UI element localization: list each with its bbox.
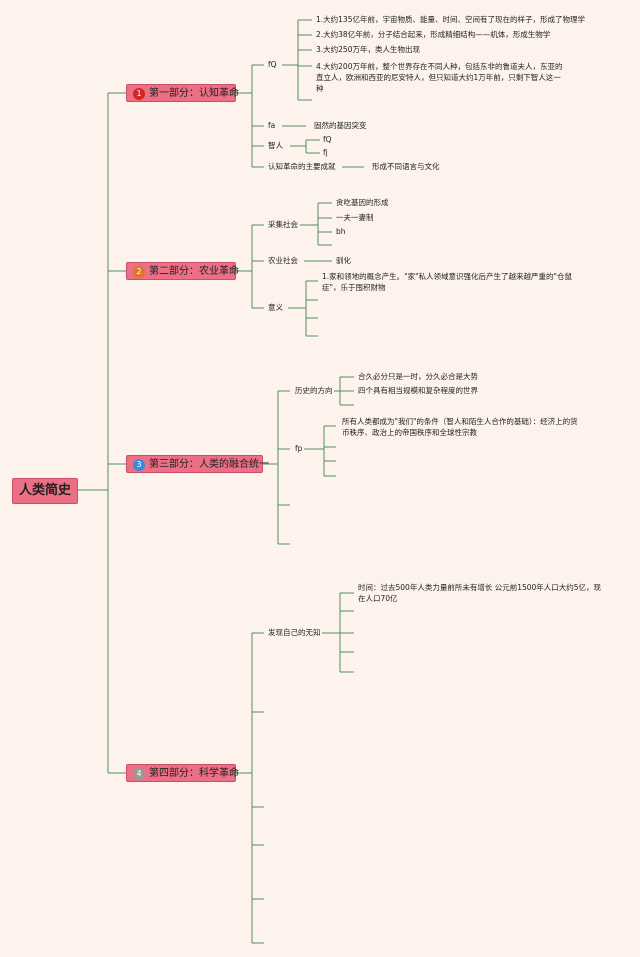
section-cognitive-revolution[interactable]: 1 第一部分：认知革命	[126, 84, 239, 102]
topic-universal-orders[interactable]: 所有人类都成为"我们"的条件（智人和陌生人合作的基础）：经济上的货币秩序、政治上…	[342, 417, 578, 437]
topic-hominids[interactable]: 3.大约250万年，类人生物出现	[316, 45, 420, 54]
section-label: 第一部分：认知革命	[149, 88, 239, 99]
section-label: 第三部分：人类的融合统一	[149, 459, 269, 470]
priority-4-icon: 4	[133, 768, 145, 780]
topic-fp[interactable]: fp	[295, 444, 303, 453]
topic-foraging-society[interactable]: 采集社会	[268, 220, 298, 229]
topic-sapiens-fj[interactable]: fj	[323, 148, 328, 157]
topic-gene-mutation[interactable]: 固然的基因突变	[314, 121, 367, 130]
section-agricultural-revolution[interactable]: 2 第二部分：农业革命	[126, 262, 239, 280]
topic-four-worlds[interactable]: 四个具有相当规模和复杂程度的世界	[358, 386, 478, 395]
topic-monogamy[interactable]: 一夫一妻制	[336, 213, 374, 222]
priority-2-icon: 2	[133, 266, 145, 278]
topic-significance[interactable]: 意义	[268, 303, 283, 312]
section-label: 第二部分：农业革命	[149, 266, 239, 277]
topic-population-growth[interactable]: 时间：过去500年人类力量前所未有增长 公元前1500年人口大约5亿，现在人口7…	[358, 583, 602, 603]
topic-fa[interactable]: fa	[268, 121, 276, 130]
topic-human-species[interactable]: 4.大约200万年前，整个世界存在不同人种，包括东非的鲁道夫人，东亚的直立人，欧…	[316, 62, 563, 93]
section-unification[interactable]: 3 第三部分：人类的融合统一	[126, 455, 269, 473]
topic-language-culture[interactable]: 形成不同语言与文化	[372, 162, 440, 171]
topic-bh[interactable]: bh	[336, 227, 346, 236]
section-label: 第四部分：科学革命	[149, 768, 239, 779]
topic-sapiens-fq[interactable]: fQ	[323, 135, 332, 144]
topic-physics[interactable]: 1.大约135亿年前，宇宙物质、能量、时间、空间有了现在的样子，形成了物理学	[316, 15, 585, 24]
topic-domestication[interactable]: 驯化	[336, 256, 351, 265]
section-scientific-revolution[interactable]: 4 第四部分：科学革命	[126, 764, 239, 782]
topic-direction-of-history[interactable]: 历史的方向	[295, 386, 333, 395]
topic-fq[interactable]: fQ	[268, 60, 277, 69]
topic-unity-trend[interactable]: 合久必分只是一时，分久必合是大势	[358, 372, 478, 381]
priority-3-icon: 3	[133, 459, 145, 471]
topic-discovering-ignorance[interactable]: 发现自己的无知	[268, 628, 321, 637]
topic-biology[interactable]: 2.大约38亿年前，分子结合起来，形成精细结构——机体，形成生物学	[316, 30, 551, 39]
priority-1-icon: 1	[133, 88, 145, 100]
topic-achievements[interactable]: 认知革命的主要成就	[268, 162, 336, 171]
topic-sapiens[interactable]: 智人	[268, 141, 283, 150]
topic-home-territory[interactable]: 1.家和领地的概念产生。"家"私人领域意识强化后产生了越来越严重的"仓鼠症"，乐…	[322, 272, 573, 292]
topic-agrarian-society[interactable]: 农业社会	[268, 256, 298, 265]
topic-gluttonous-gene[interactable]: 贪吃基因的形成	[336, 198, 389, 207]
root-topic[interactable]: 人类简史	[12, 478, 78, 504]
